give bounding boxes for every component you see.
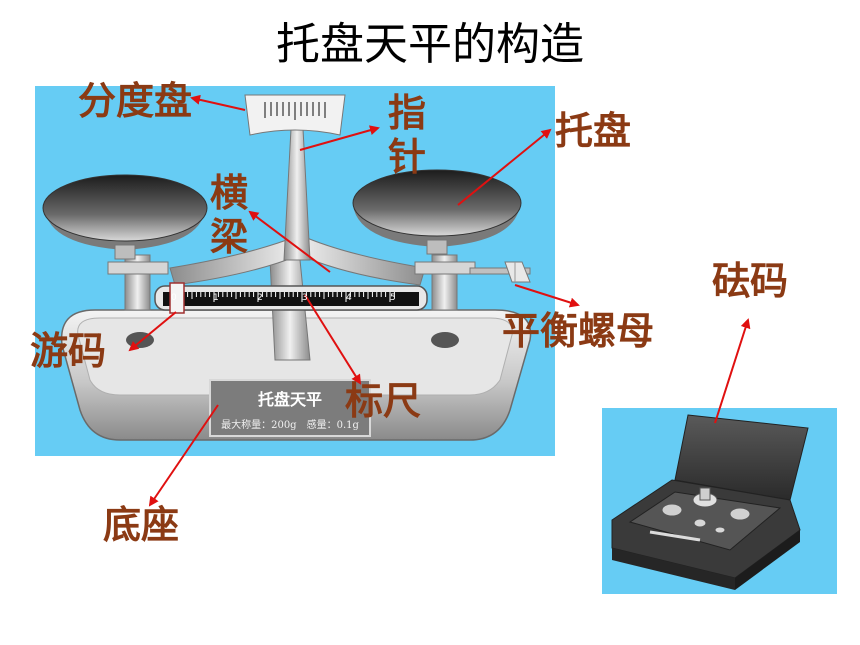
arrow-weights [714, 318, 751, 424]
page-title: 托盘天平的构造 [276, 19, 584, 70]
ruler-tick-3: 3 [302, 293, 308, 303]
ruler-tick-2: 2 [257, 293, 263, 303]
arrow-dial [190, 94, 246, 111]
weight-box [611, 414, 809, 590]
arrow-base [148, 404, 219, 507]
balance-nut [469, 261, 531, 283]
label-dial: 分度盘 [78, 79, 193, 123]
label-balance-nut: 平衡螺母 [502, 309, 655, 353]
arrow-beam [248, 210, 331, 273]
label-weights: 砝码 [712, 259, 789, 303]
arrow-pan [457, 128, 552, 206]
ruler-tick-5: 5 [390, 293, 396, 303]
label-base: 底座 [103, 503, 180, 547]
nameplate-name: 托盘天平 [258, 390, 322, 409]
ruler-tick-1: 1 [213, 293, 219, 303]
ruler-tick-4: 4 [346, 293, 352, 303]
dial [244, 94, 346, 136]
rider [169, 282, 185, 314]
ruler-tick-0: 0 [171, 293, 177, 303]
right-pan [352, 169, 522, 255]
ruler [154, 285, 428, 311]
arrow-pointer [299, 125, 380, 151]
label-rider: 游码 [30, 329, 107, 373]
label-beam: 横梁 [210, 171, 249, 259]
arrow-scale [304, 294, 362, 385]
label-pan: 托盘 [555, 109, 632, 153]
label-pointer: 指针 [388, 91, 427, 179]
pointer-arrows [128, 94, 751, 507]
pan-supports [107, 254, 476, 311]
label-scale: 标尺 [345, 379, 422, 423]
nameplate: 托盘天平 最大称量：200g 感量：0.1g [209, 379, 371, 437]
nameplate-spec: 最大称量：200g 感量：0.1g [221, 418, 359, 431]
left-pan [42, 174, 208, 260]
arrow-balance-nut [514, 284, 580, 308]
arrow-rider [128, 311, 177, 352]
